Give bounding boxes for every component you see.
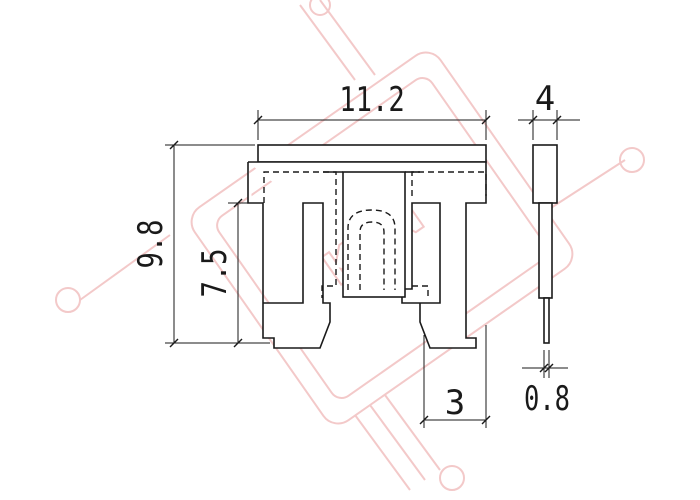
label-blade-thickness: 0.8 xyxy=(524,379,570,419)
watermark-node-bottom xyxy=(439,465,465,491)
watermark-node-top xyxy=(309,0,331,16)
hidden-fuse-element xyxy=(347,209,396,290)
tick xyxy=(253,115,263,125)
label-side-thickness: 4 xyxy=(535,79,555,119)
watermark-node-left xyxy=(55,287,81,313)
tick xyxy=(169,140,179,150)
tick xyxy=(528,115,538,125)
label-overall-width: 11.2 xyxy=(339,80,404,120)
side-blade xyxy=(538,202,553,299)
label-leg-width: 3 xyxy=(445,383,465,423)
tick xyxy=(552,115,562,125)
watermark-lead-left xyxy=(79,234,171,301)
tick xyxy=(544,363,554,373)
side-body xyxy=(532,144,558,204)
fuse-front-view xyxy=(247,144,487,349)
tick xyxy=(481,415,491,425)
watermark-lead-right xyxy=(539,159,626,216)
watermark-lead-bottom-c xyxy=(384,394,441,471)
tick xyxy=(233,338,243,348)
watermark-lead-bottom-b xyxy=(369,404,426,481)
fuse-side-view xyxy=(532,144,558,344)
hidden-right-terminal xyxy=(411,171,487,298)
watermark-lead-top-b xyxy=(319,0,376,76)
hidden-left-terminal xyxy=(263,171,337,298)
watermark-node-right xyxy=(619,147,645,173)
side-blade-tip xyxy=(543,297,550,344)
tick xyxy=(233,198,243,208)
label-body-height: 7.5 xyxy=(195,248,235,297)
fuse-hidden-lines xyxy=(263,171,487,298)
watermark-lead-bottom-a xyxy=(354,414,411,491)
tick xyxy=(419,415,429,425)
watermark-lead-top-a xyxy=(299,4,356,81)
fuse-top-cap xyxy=(257,144,487,163)
tick xyxy=(169,338,179,348)
tick xyxy=(539,363,549,373)
dimension-lines xyxy=(165,110,580,428)
label-overall-height: 9.8 xyxy=(131,219,171,268)
dimension-ticks xyxy=(169,115,562,425)
tick xyxy=(481,115,491,125)
